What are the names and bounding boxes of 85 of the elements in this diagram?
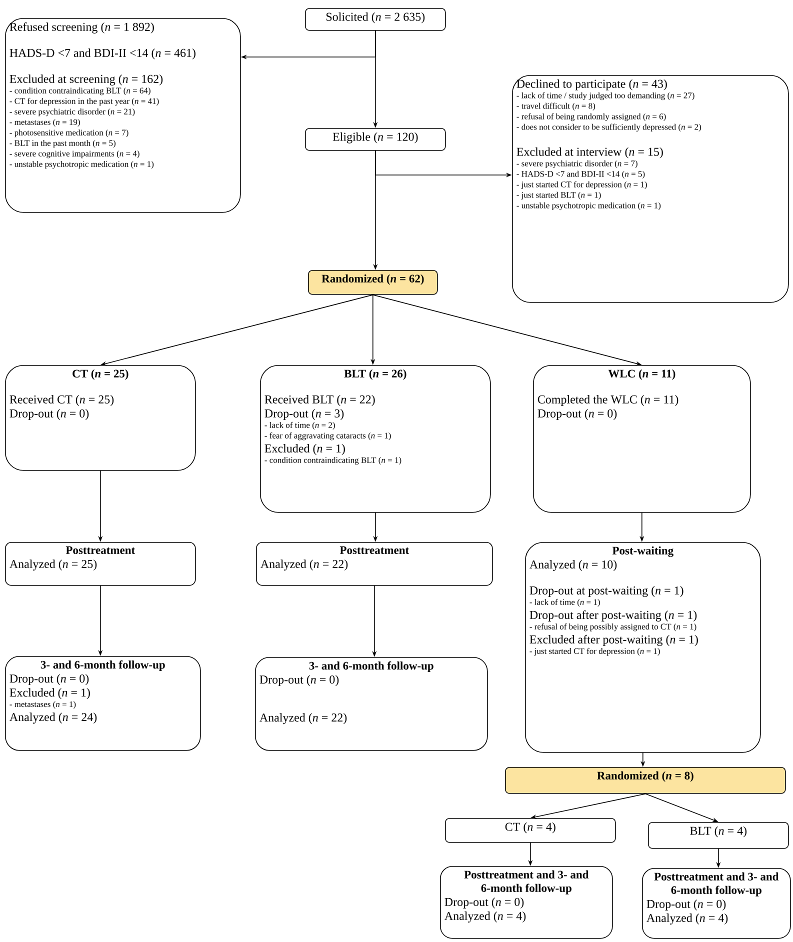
box-heading: Posttreatment — [66, 546, 136, 554]
box-heading: WLC (n = 11) — [608, 369, 676, 380]
box-heading: Posttreatment and 3- and 6-month follow-up — [464, 870, 589, 894]
box-heading: CT (n = 25) — [72, 369, 128, 380]
box-text: Analyzed (n = 25) — [10, 560, 97, 571]
flow-box — [512, 75, 789, 303]
box-text: Solicited (n = 2 635) — [326, 12, 425, 24]
box-heading: Posttreatment and 3- and 6-month follow-up — [654, 872, 779, 896]
sub-item: - lack of time (n = 2) — [264, 422, 335, 430]
flow-box — [525, 542, 761, 753]
flow-box — [260, 365, 491, 513]
sub-item: - unstable psychotropic medication (n = 1) — [516, 202, 661, 210]
box-text: Analyzed (n = 10) — [530, 560, 617, 571]
box-text: Drop-out at post-waiting (n = 1) — [530, 586, 684, 597]
sub-item: - BLT in the past month (n = 5) — [10, 140, 116, 148]
box-heading: Randomized (n = 62) — [322, 274, 424, 285]
sub-item: - condition contraindicating BLT (n = 1) — [264, 456, 402, 465]
box-text: Analyzed (n = 22) — [260, 713, 347, 724]
box-text: Excluded (n = 1) — [10, 688, 90, 700]
box-heading: Randomized (n = 8) — [597, 771, 694, 782]
flow-box — [445, 818, 616, 843]
flow-box — [5, 365, 196, 471]
box-text: Analyzed (n = 22) — [260, 560, 348, 571]
box-text: Drop-out (n = 0) — [444, 898, 524, 908]
box-text: Excluded at interview (n = 15) — [516, 147, 663, 158]
flow-box — [256, 542, 493, 586]
flow-box — [533, 365, 751, 513]
sub-item: - just started CT for depression (n = 1) — [530, 648, 660, 656]
box-text: Excluded after post-waiting (n = 1) — [530, 634, 698, 646]
sub-item: - metastases (n = 19) — [10, 118, 80, 127]
box-heading: Posttreatment — [340, 546, 410, 554]
sub-item: - travel difficult (n = 8) — [516, 102, 596, 111]
box-text: Analyzed (n = 24) — [10, 712, 97, 724]
box-heading: 3- and 6-month follow-up — [309, 661, 434, 672]
box-text: Analyzed (n = 4) — [444, 912, 526, 922]
box-heading: BLT (n = 26) — [344, 369, 406, 380]
sub-item: - unstable psychotropic medication (n = 1) — [10, 160, 154, 169]
sub-item: - just started BLT (n = 1) — [516, 192, 601, 200]
box-text: Refused screening (n = 1 892) — [10, 22, 154, 34]
box-text: CT (n = 4) — [505, 822, 556, 834]
box-text: Declined to participate (n = 43) — [516, 79, 667, 90]
sub-item: - lack of time / study judged too demanding (n = 27) — [516, 92, 694, 100]
flow-box — [440, 866, 613, 939]
box-text: Drop-out (n = 0) — [10, 409, 89, 420]
flow-box — [5, 18, 241, 213]
box-text: Drop-out (n = 0) — [538, 409, 617, 420]
sub-item: - condition contraindicating BLT (n = 64) — [10, 87, 150, 96]
sub-item: - refusal of being possibly assigned to CT (n = 1) — [530, 623, 696, 632]
sub-item: - photosensitive medication (n = 7) — [10, 129, 128, 138]
box-text: Drop-out after post-waiting (n = 1) — [530, 610, 697, 622]
box-text: Received CT (n = 25) — [10, 395, 114, 406]
box-text: Excluded (n = 1) — [264, 444, 345, 455]
flow-box — [305, 8, 446, 31]
box-text: Drop-out (n = 3) — [264, 409, 344, 420]
box-text: Completed the WLC (n = 11) — [538, 395, 678, 406]
sub-item: - CT for depression in the past year (n = 41) — [10, 98, 159, 106]
flow-box — [308, 270, 438, 295]
box-text: Eligible (n = 120) — [332, 132, 418, 144]
box-text: HADS-D <7 and BDI-II <14 (n = 461) — [10, 48, 196, 60]
sub-item: - severe psychiatric disorder (n = 21) — [10, 108, 135, 116]
box-text: Drop-out (n = 0) — [646, 900, 726, 910]
sub-item: - does not consider to be sufficiently depressed (n = 2) — [516, 124, 701, 132]
sub-item: - HADS-D <7 and BDI-II <14 (n = 5) — [516, 170, 645, 179]
box-text: Drop-out (n = 0) — [10, 674, 89, 686]
flow-box — [642, 868, 791, 939]
sub-item: - lack of time (n = 1) — [530, 598, 600, 607]
flow-box — [255, 657, 488, 751]
sub-item: - severe cognitive impairments (n = 4) — [10, 150, 140, 158]
flow-box — [305, 128, 446, 151]
sub-item: - refusal of being randomly assigned (n = 6) — [516, 113, 666, 122]
box-heading: 3- and 6-month follow-up — [40, 660, 165, 671]
box-text: BLT (n = 4) — [690, 826, 747, 838]
box-text: Drop-out (n = 0) — [260, 675, 339, 686]
flow-box — [5, 656, 201, 751]
sub-item: - metastases (n = 1) — [10, 701, 76, 709]
box-text: Analyzed (n = 4) — [646, 914, 728, 924]
box-text: Received BLT (n = 22) — [264, 395, 375, 406]
sub-item: - just started CT for depression (n = 1) — [516, 181, 647, 190]
flow-box — [648, 822, 789, 849]
sub-item: - severe psychiatric disorder (n = 7) — [516, 160, 638, 168]
flow-box — [505, 767, 786, 794]
sub-item: - fear of aggravating cataracts (n = 1) — [264, 432, 391, 440]
box-text: Excluded at screening (n = 162) — [10, 74, 163, 86]
box-heading: Post-waiting — [612, 546, 674, 557]
flow-box — [5, 542, 196, 586]
